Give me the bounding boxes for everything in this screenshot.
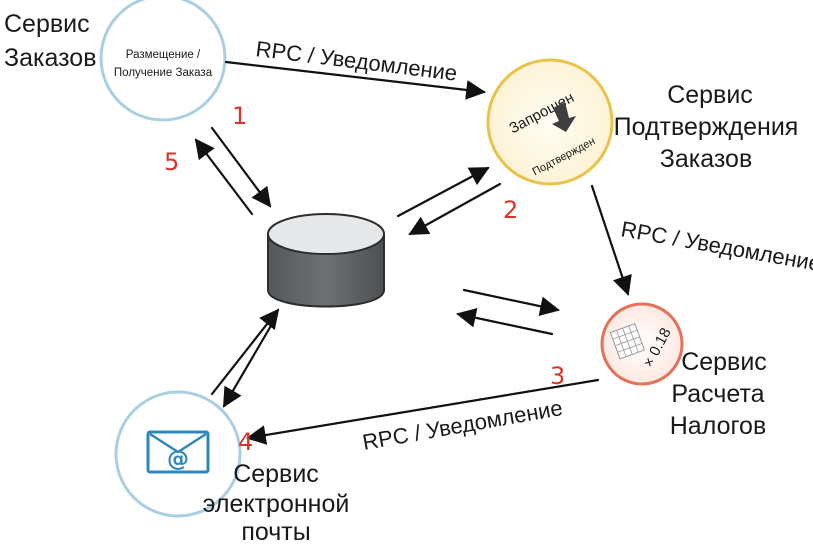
email-service-title-line3: почты <box>241 518 310 546</box>
tax-service-title-line3: Налогов <box>670 412 766 440</box>
step-number-2: 2 <box>503 196 518 224</box>
calculator-grid-icon <box>609 323 646 360</box>
arrow-orders-to-database <box>210 126 272 208</box>
orders-service-circle <box>99 0 227 122</box>
step-number-3: 3 <box>550 362 565 390</box>
edge-label-tax-to-email: RPC / Уведомление <box>361 395 565 455</box>
at-sign-icon: @ <box>167 447 189 472</box>
envelope-icon: @ <box>146 430 210 474</box>
database <box>267 213 385 308</box>
step-number-5: 5 <box>164 148 179 176</box>
database-top <box>267 213 385 255</box>
confirmation-service-title-line2: Подтверждения <box>614 113 799 141</box>
orders-service: Размещение / Получение Заказа Сервис Зак… <box>4 0 227 122</box>
confirmation-service-title-line1: Сервис <box>667 81 753 109</box>
arrow-tax-to-email <box>246 378 600 445</box>
email-service-title-line1: Сервис <box>233 460 319 488</box>
orders-inner-line2: Получение Заказа <box>114 67 213 79</box>
email-service-circle <box>114 390 242 518</box>
orders-inner-line1: Размещение / <box>126 49 201 61</box>
arrow-database-to-orders <box>194 138 254 216</box>
arrow-email-to-database <box>210 308 280 396</box>
orders-service-title-line1: Сервис <box>4 10 90 38</box>
arrow-tax-to-database <box>456 308 554 336</box>
email-service: @ Сервис электронной почты <box>114 390 350 546</box>
arrow-database-to-confirmation <box>396 166 490 218</box>
confirmation-service-title-line3: Заказов <box>660 145 752 173</box>
arrow-database-to-tax <box>462 288 560 316</box>
orders-service-title-line2: Заказов <box>4 44 96 72</box>
edge-label-confirmation-to-tax: RPC / Уведомление <box>619 216 813 276</box>
tax-service-title-line1: Сервис <box>681 348 767 376</box>
step-number-1: 1 <box>232 102 247 130</box>
email-service-title-line2: электронной <box>203 490 350 518</box>
tax-service-title-line2: Расчета <box>671 380 764 408</box>
arrow-confirmation-to-database <box>408 182 502 236</box>
state-transition-arrow-icon <box>552 102 576 132</box>
arrow-database-to-email <box>222 322 274 408</box>
confirmation-service-circle <box>486 58 614 186</box>
confirmation-service: Запрошен Подтвержден Сервис Подтверждени… <box>486 58 799 186</box>
arrow-confirmation-to-tax <box>590 184 632 296</box>
tax-service: × 0.18 Сервис Расчета Налогов <box>600 302 767 440</box>
arrow-orders-to-confirmation <box>224 60 486 100</box>
step-number-4: 4 <box>238 428 253 456</box>
